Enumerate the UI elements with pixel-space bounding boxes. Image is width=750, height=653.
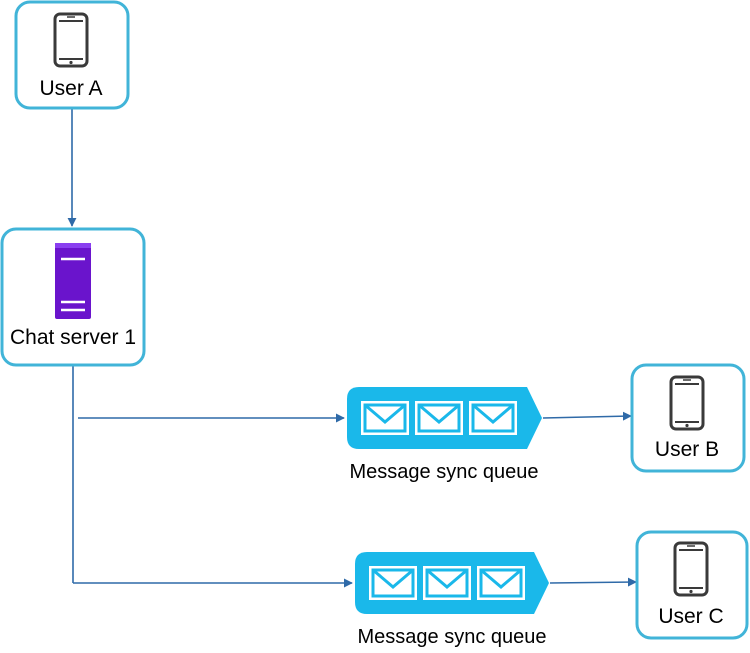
envelope-icon xyxy=(467,399,519,437)
user-c-label: User C xyxy=(658,605,723,628)
envelope-icon xyxy=(421,564,473,602)
envelope-icon xyxy=(359,399,411,437)
node-user-c[interactable]: User C xyxy=(635,530,749,640)
envelope-icon xyxy=(413,399,465,437)
user-b-label: User B xyxy=(655,438,719,461)
message-sync-queue-2[interactable] xyxy=(355,552,549,614)
message-sync-queue-1[interactable] xyxy=(347,387,542,449)
queue-2-label: Message sync queue xyxy=(357,626,546,648)
user-a-label: User A xyxy=(39,77,102,100)
node-user-a[interactable]: User A xyxy=(14,0,130,110)
envelope-icon xyxy=(367,564,419,602)
edge-queue-2-to-user-c xyxy=(549,577,637,587)
envelope-icon xyxy=(475,564,527,602)
chat-server-label: Chat server 1 xyxy=(10,326,136,349)
server-icon xyxy=(55,243,91,319)
edge-queue-1-to-user-b xyxy=(542,411,632,421)
queue-1-label: Message sync queue xyxy=(349,461,538,483)
node-user-b[interactable]: User B xyxy=(630,363,746,473)
node-chat-server[interactable]: Chat server 1 xyxy=(0,227,146,367)
